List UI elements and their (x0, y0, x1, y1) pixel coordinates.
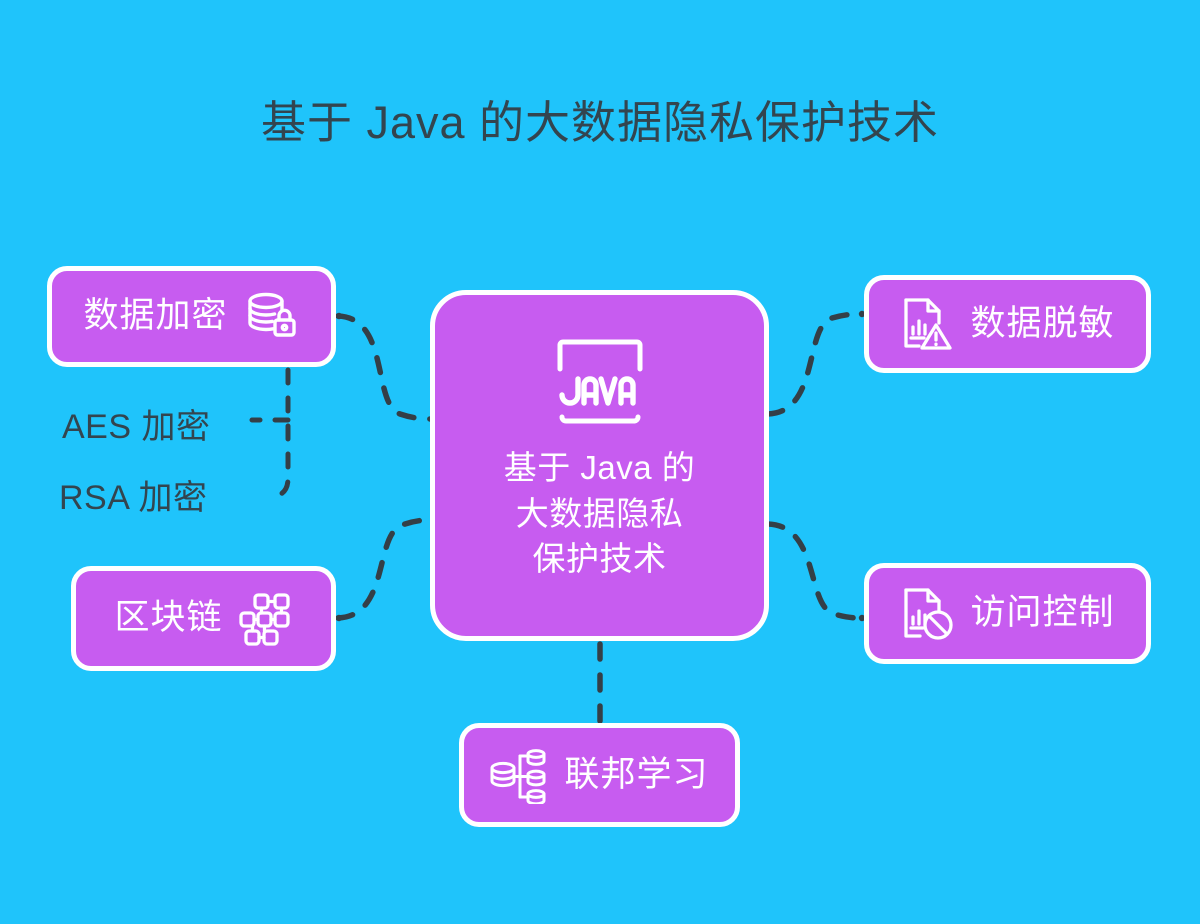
branch-node-federated[interactable]: 联邦学习 (459, 723, 740, 827)
center-node[interactable]: 基于 Java 的 大数据隐私 保护技术 (430, 290, 769, 641)
connector-encryption-center (335, 313, 435, 422)
page-title: 基于 Java 的大数据隐私保护技术 (260, 97, 940, 148)
sub-label-rsa: RSA 加密 (59, 479, 208, 517)
branch-label-access: 访问控制 (970, 593, 1115, 633)
connector-blockchain-center (335, 517, 435, 621)
branch-node-encryption[interactable]: 数据加密 (47, 266, 336, 367)
java-logo-icon (548, 331, 652, 435)
branch-label-masking: 数据脱敏 (970, 303, 1115, 343)
connector-endpoint-blockchain (335, 614, 343, 622)
branch-node-blockchain[interactable]: 区块链 (71, 566, 336, 671)
connector-center-masking (765, 311, 865, 417)
connector-center-access (765, 521, 865, 621)
database-lock-icon (242, 288, 300, 346)
center-label-line-3: 保护技术 (532, 540, 667, 578)
branch-node-access[interactable]: 访问控制 (864, 563, 1151, 664)
connector-encryption-subtrunk (265, 367, 291, 501)
blockchain-network-icon (237, 591, 293, 647)
branch-label-federated: 联邦学习 (564, 754, 709, 794)
branch-label-encryption: 数据加密 (83, 296, 228, 336)
federated-database-icon (490, 746, 550, 804)
branch-label-blockchain: 区块链 (114, 598, 223, 638)
sub-label-aes: AES 加密 (62, 408, 211, 446)
document-chart-warning-icon (900, 295, 956, 353)
center-label-line-2: 大数据隐私 (515, 494, 684, 532)
branch-node-masking[interactable]: 数据脱敏 (864, 275, 1151, 373)
center-label-line-1: 基于 Java 的 (503, 449, 696, 486)
connector-endpoint-encryption (335, 312, 343, 320)
document-chart-block-icon (900, 585, 956, 643)
center-node-label: 基于 Java 的 大数据隐私 保护技术 (504, 445, 696, 582)
